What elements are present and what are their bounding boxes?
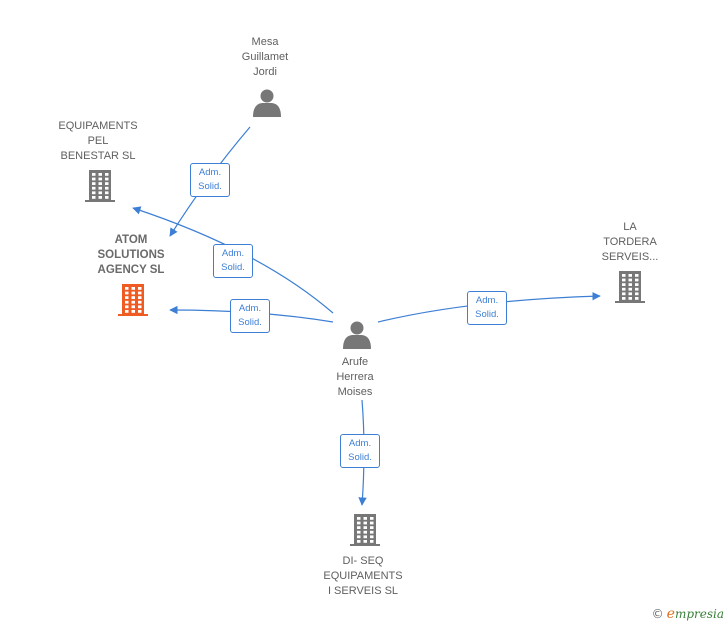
brand-footer: ©empresia: [652, 606, 724, 622]
person-icon: [253, 89, 281, 117]
node-label-tordera[interactable]: LA TORDERA SERVEIS...: [601, 221, 659, 263]
edge-badge-arufe-atom: Adm. Solid.: [230, 299, 270, 333]
edge-badge-arufe-diseq: Adm. Solid.: [340, 434, 380, 468]
edge-badge-mesa-atom: Adm. Solid.: [190, 163, 230, 197]
node-label-equip[interactable]: EQUIPAMENTS PEL BENESTAR SL: [58, 120, 138, 162]
copyright-symbol: ©: [651, 607, 664, 621]
node-label-arufe[interactable]: Arufe Herrera Moises: [336, 356, 374, 398]
building-icon: [85, 170, 115, 202]
edge-badge-arufe-tordera: Adm. Solid.: [467, 291, 507, 325]
node-label-atom[interactable]: ATOM SOLUTIONS AGENCY SL: [97, 234, 165, 276]
building-icon: [118, 284, 148, 316]
building-icon: [350, 514, 380, 546]
node-label-diseq[interactable]: DI- SEQ EQUIPAMENTS I SERVEIS SL: [323, 555, 403, 597]
person-icon: [343, 321, 371, 349]
brand-name: mpresia: [674, 607, 724, 621]
brand-initial: e: [666, 606, 675, 622]
building-icon: [615, 271, 645, 303]
edge-badge-arufe-equip: Adm. Solid.: [213, 244, 253, 278]
node-label-mesa[interactable]: Mesa Guillamet Jordi: [241, 36, 289, 78]
